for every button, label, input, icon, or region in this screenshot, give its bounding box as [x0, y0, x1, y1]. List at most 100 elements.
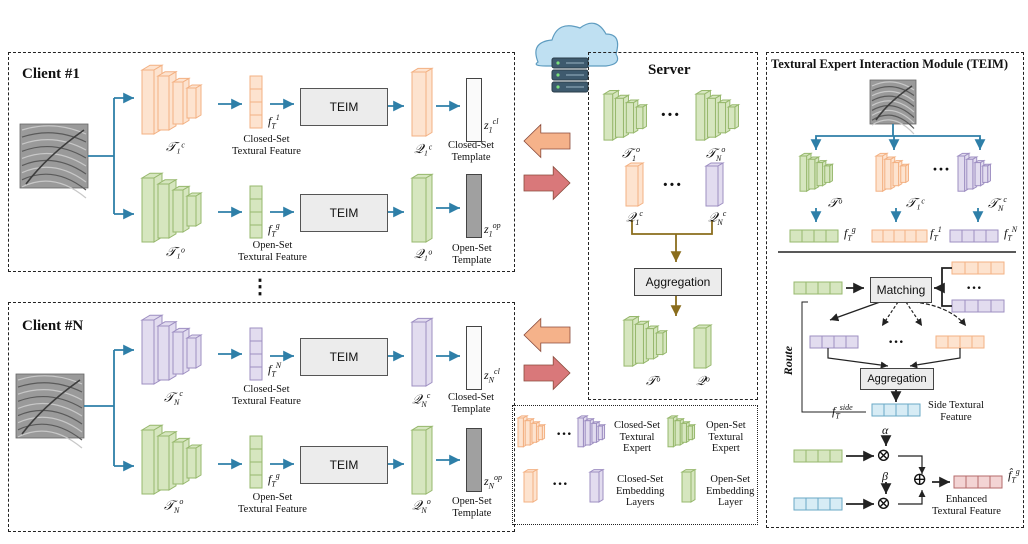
server-open-expert-n-l1-front: [695, 93, 706, 141]
clientn-palmprint-image-crease: [17, 416, 83, 433]
teim-store-orange-cell: [990, 261, 1005, 275]
client1-open-template: [466, 174, 482, 238]
teim-open-expert-l2-front: [808, 158, 816, 190]
teim-arrow-otimes1-to-oplus: [898, 455, 926, 474]
client1-open-expert-l1-front: [141, 177, 155, 243]
teim-fn-feature-cell: [985, 229, 999, 243]
client-n-panel: [8, 302, 515, 532]
legend-closed-embed-purple-front: [589, 471, 600, 503]
client1-open-expert-l2-front: [157, 183, 170, 239]
teim-palmprint-image-crease: [871, 114, 915, 129]
server-global-open-embed-front: [693, 327, 707, 369]
server-aggregation-box: Aggregation: [634, 268, 722, 296]
server-icon-led: [556, 61, 560, 65]
clientn-closed-feature-cell: [249, 366, 263, 381]
clientn-palmprint-image-crease: [17, 396, 83, 409]
legend-closed-expert-orange-l2-front: [524, 420, 531, 446]
legend-closed-expert-purple-l3-front: [591, 422, 597, 443]
client1-palmprint-image-crease: [21, 139, 87, 151]
client1-open-template-label: z1op: [484, 221, 501, 239]
server-t1-label: 𝒯1o: [622, 145, 640, 163]
server-t-out-label: 𝒯ᵒ: [646, 373, 660, 388]
clientn-to-server-arrow: [523, 355, 571, 391]
legend-open-expert-icon-l2-front: [674, 420, 681, 446]
client1-teim-closed: TEIM: [300, 88, 388, 126]
client1-closed-embed-label: 𝒬₁ᶜ: [414, 141, 432, 156]
client1-palmprint-image-crease: [21, 132, 87, 143]
clientn-open-expert-l3-front: [172, 441, 184, 485]
legend-closed-embed-orange-front: [523, 471, 534, 503]
legend-closed-expert-purple-l1-front: [577, 417, 584, 448]
teim-fg-input-cell: [829, 449, 843, 463]
clientn-palmprint-image-crease: [17, 375, 83, 385]
teim-otimes-2: ⊗: [876, 493, 892, 513]
clientn-palmprint-image-line: [21, 379, 81, 435]
teim-side-input-cell: [829, 497, 843, 511]
teim-fg-feature-cell: [825, 229, 839, 243]
clientn-closed-embed-front: [411, 321, 427, 387]
client1-palmprint-image-crease: [21, 180, 87, 199]
clientn-closed-expert-l4-front: [186, 337, 197, 369]
server-qn-label: 𝒬Nc: [708, 209, 727, 227]
teim-closed-expert-1-l4-front: [900, 165, 907, 183]
client1-palmprint-image-crease: [21, 146, 87, 159]
server-gather-lines: [631, 220, 713, 235]
teim-side-feature-cell: [907, 403, 921, 417]
teim-top-dots: ···: [932, 159, 951, 179]
legend-open-expert-icon-l4-front: [687, 425, 693, 441]
clientn-open-expert-l2-front: [157, 435, 170, 491]
clientn-closed-template-label: zNcl: [484, 367, 500, 385]
teim-matching-box: Matching: [870, 277, 932, 303]
teim-arrow-purple-to-agg: [827, 348, 889, 369]
teim-open-expert-l3-front: [816, 162, 824, 187]
client-1-panel: [8, 52, 515, 272]
legend-open-embed-icon-front: [681, 471, 692, 503]
client-n-title: Client #N: [22, 318, 84, 334]
teim-f1-feature-cell: [915, 229, 928, 243]
teim-palmprint-image-line: [875, 85, 913, 121]
server-closed-embed-1-front: [625, 165, 639, 207]
teim-module-title: Textural Expert Interaction Module (TEIM…: [771, 57, 1009, 71]
client1-palmprint-image-line: [25, 129, 85, 185]
client1-closed-feature-cell: [249, 114, 263, 129]
client1-open-feature-cell: [249, 224, 263, 239]
clientn-palmprint-image-crease: [17, 382, 83, 393]
clientn-teim-closed: TEIM: [300, 338, 388, 376]
client1-to-server-arrow: [523, 165, 571, 201]
clientn-closed-expert-l3-front: [172, 331, 184, 375]
server-q-out-label: 𝒬ᵒ: [696, 373, 710, 388]
client1-closed-expert-l4-front: [186, 87, 197, 119]
teim-arrow-orange-to-agg: [909, 348, 961, 369]
teim-t-open-label: 𝒯ᵒ: [828, 195, 842, 210]
clientn-teim-open: TEIM: [300, 446, 388, 484]
server-open-expert-n-l3-front: [717, 102, 727, 134]
legend-dots-2: ···: [552, 476, 569, 493]
teim-module-panel: [766, 52, 1024, 528]
teim-aggregation-box: Aggregation: [860, 368, 934, 390]
client1-teim-open: TEIM: [300, 194, 388, 232]
client1-closed-template: [466, 78, 482, 142]
clientn-open-template: [466, 428, 482, 492]
client1-open-feature-label: fTg: [268, 221, 280, 239]
teim-closed-expert-n-l2-front: [966, 158, 974, 190]
legend-closed-expert-orange-l1-front: [517, 417, 524, 448]
server-tn-label: 𝒯No: [706, 145, 726, 163]
teim-fg-label: fTg: [844, 225, 856, 243]
server-to-client1-arrow: [523, 123, 571, 159]
teim-route-left: [829, 301, 881, 322]
server-global-open-expert-l4-front: [655, 332, 664, 356]
legend-open-expert-icon-l3-front: [681, 422, 687, 443]
clientn-open-encoder-label: 𝒯No: [164, 497, 184, 515]
teim-t1c-label: 𝒯₁ᶜ: [906, 195, 924, 210]
clientn-palmprint-image-crease: [17, 389, 83, 401]
teim-tnc-label: 𝒯Nc: [988, 195, 1007, 213]
